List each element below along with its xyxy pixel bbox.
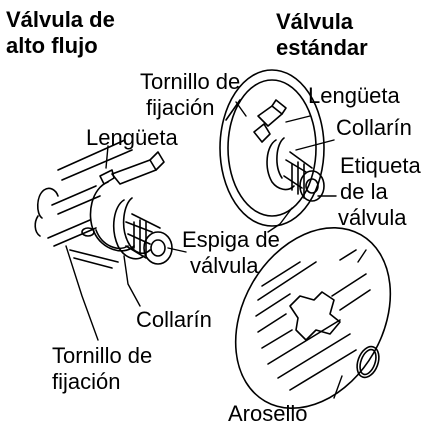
standard-tab bbox=[253, 99, 287, 143]
set-screw-top-line-1: Tornillo de bbox=[140, 69, 241, 94]
valve-label-disk bbox=[234, 226, 392, 410]
collar-left-label: Collarín bbox=[136, 307, 212, 332]
collar-right-label: Collarín bbox=[336, 115, 412, 140]
valve-label-line-3: válvula bbox=[338, 205, 407, 230]
valve-label-line-2: de la bbox=[340, 179, 388, 204]
standard-title-line-2: estándar bbox=[276, 35, 368, 60]
standard-title-line-1: Válvula bbox=[276, 9, 354, 34]
stem-label-line-1: Espiga de bbox=[182, 227, 280, 252]
o-ring-label: Arosello bbox=[228, 401, 308, 426]
standard-collar bbox=[266, 137, 295, 191]
set-screw-bottom-line-2: fijación bbox=[52, 369, 121, 394]
stem-label-line-2: válvula bbox=[190, 253, 259, 278]
high-flow-valve-body bbox=[34, 139, 135, 269]
tab-left-label: Lengüeta bbox=[86, 125, 178, 150]
tab-right-label: Lengüeta bbox=[308, 83, 400, 108]
high-flow-stem bbox=[125, 213, 173, 265]
set-screw-top-line-2: fijación bbox=[146, 95, 215, 120]
set-screw-bottom-line-1: Tornillo de bbox=[52, 343, 153, 368]
high-flow-title-line-1: Válvula de bbox=[6, 7, 115, 32]
leader-lines bbox=[65, 101, 367, 399]
valve-label-line-1: Etiqueta bbox=[340, 153, 421, 178]
standard-stem bbox=[283, 151, 325, 202]
high-flow-tab bbox=[111, 151, 165, 185]
o-ring bbox=[356, 345, 380, 379]
high-flow-title-line-2: alto flujo bbox=[6, 33, 98, 58]
